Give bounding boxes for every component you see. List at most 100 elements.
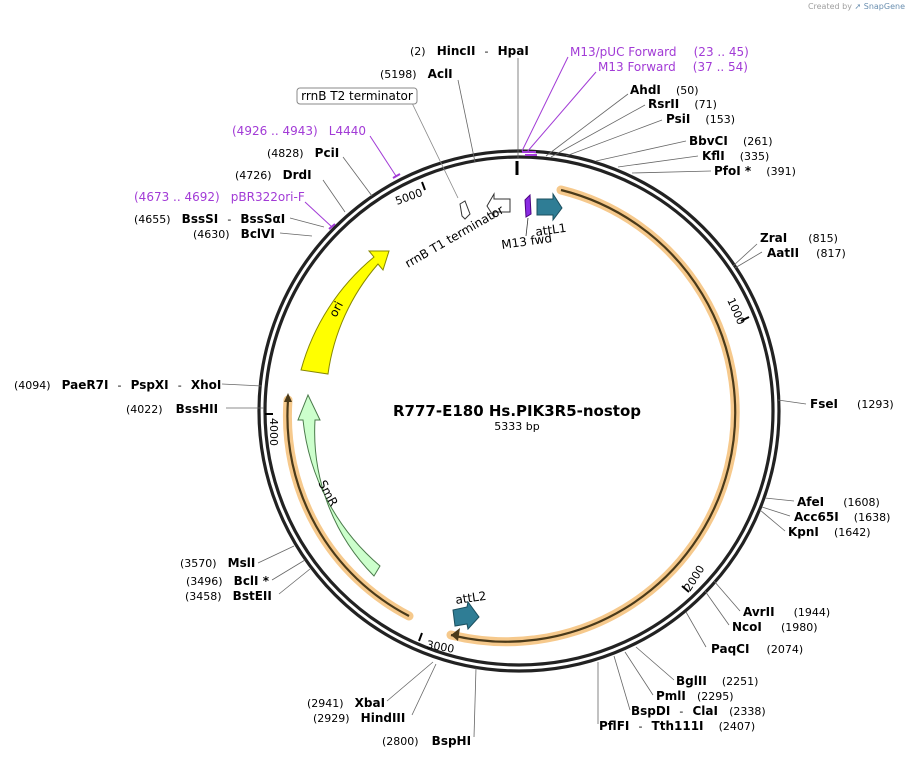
aatii-leader — [734, 251, 763, 269]
attl1-label: attL1 — [534, 221, 567, 239]
pbr322ori-f-mark — [328, 223, 336, 230]
credit-prefix: Created by — [807, 2, 852, 11]
backbone-inner-strand — [263, 155, 775, 667]
rsrii-leader — [550, 104, 646, 158]
afei-leader — [764, 497, 795, 502]
smr-label: SmR — [315, 478, 340, 509]
enzyme-hindiii[interactable]: (2929) HindIII — [313, 707, 405, 726]
ncoi-leader — [704, 590, 730, 626]
rrnb-t2-terminator-leader — [411, 102, 459, 199]
bsssi-leader — [289, 217, 325, 228]
enzyme-afei[interactable]: AfeI (1608) — [797, 491, 880, 510]
tick-label: 1000 — [724, 296, 747, 327]
enzyme-pcii[interactable]: (4828) PciI — [267, 142, 339, 161]
rrnb-t2-terminator-box — [296, 87, 418, 105]
bbvci-leader — [595, 140, 687, 162]
enzyme-pmli[interactable]: PmlI (2295) — [656, 685, 734, 704]
primer-labels: M13/pUC Forward (23 .. 45) M13 Forward (… — [134, 41, 749, 205]
tick-mark — [681, 585, 690, 593]
plasmid-size: 5333 bp — [494, 420, 539, 433]
enzyme-pflfi-tth111i[interactable]: PflFI - Tth111I (2407) — [599, 715, 755, 734]
enzyme-xbai[interactable]: (2941) XbaI — [307, 692, 385, 711]
enzyme-ahdi[interactable]: AhdI (50) — [630, 79, 699, 98]
enzyme-pfoi[interactable]: PfoI * (391) — [714, 160, 796, 179]
enzyme-hincii-hpai[interactable]: (2) HincII - HpaI — [410, 40, 529, 59]
enzyme-drdi[interactable]: (4726) DrdI — [235, 164, 312, 183]
rrnb-t2-terminator-label: rrnB T2 terminator — [301, 89, 413, 103]
enzyme-kfli[interactable]: KflI (335) — [702, 145, 769, 164]
primer-m13-forward[interactable]: M13 Forward (37 .. 54) — [598, 56, 748, 75]
attl2-label: attL2 — [454, 589, 487, 607]
bglii-leader — [635, 646, 675, 681]
enzyme-bclvi[interactable]: (4630) BclVI — [193, 223, 275, 242]
enzyme-acli[interactable]: (5198) AclI — [380, 63, 453, 82]
enzyme-labels: (2) HincII - HpaI (5198) AclI AhdI (50) … — [14, 40, 894, 749]
plasmid-name: R777-E180 Hs.PIK3R5-nostop — [393, 402, 641, 420]
bclvi-leader — [279, 232, 313, 237]
orf-arrowhead — [451, 628, 460, 641]
enzyme-psii[interactable]: PsiI (153) — [666, 108, 735, 127]
enzyme-bcli[interactable]: (3496) BclI * — [186, 570, 270, 589]
pfoi-leader — [631, 170, 712, 174]
acli-leader — [457, 79, 476, 163]
enzyme-kpni[interactable]: KpnI (1642) — [788, 521, 871, 540]
enzyme-fsei[interactable]: FseI (1293) — [810, 393, 894, 412]
pmli-leader — [624, 651, 654, 696]
smr-arrow — [297, 393, 381, 577]
bcli-leader — [271, 559, 306, 581]
rrnb-t1-terminator-label: rrnB T1 terminator — [403, 203, 507, 271]
tick-label: 4000 — [267, 418, 280, 446]
l4440-leader — [369, 135, 397, 177]
primer-m13-puc-forward[interactable]: M13/pUC Forward (23 .. 45) — [570, 41, 749, 60]
bsphi-leader — [473, 667, 477, 738]
primer-l4440[interactable]: (4926 .. 4943) L4440 — [232, 120, 366, 139]
m13-forward-leader — [526, 71, 597, 153]
primer-leaders — [304, 56, 597, 230]
paqci-leader — [685, 611, 707, 648]
enzyme-paer7i-pspxi-xhoi[interactable]: (4094) PaeR7I - PspXI - XhoI — [14, 374, 221, 393]
tick-label: 3000 — [425, 638, 455, 656]
enzyme-avrii[interactable]: AvrII (1944) — [743, 601, 830, 620]
enzyme-bsssi-bsssai[interactable]: (4655) BssSI - BssSαI — [134, 208, 285, 227]
snapgene-logo-icon: ➚ — [854, 2, 862, 11]
tick-label: 2000 — [682, 563, 708, 594]
attl1-arrow — [536, 192, 563, 222]
enzyme-aatii[interactable]: AatII (817) — [767, 242, 846, 261]
enzyme-leaders — [221, 58, 807, 738]
orf-arc-line — [450, 188, 737, 643]
primer-pbr322ori-f[interactable]: (4673 .. 4692) pBR322ori-F — [134, 186, 305, 205]
ahdi-leader — [545, 93, 629, 157]
enzyme-bbvci[interactable]: BbvCI (261) — [689, 130, 773, 149]
enzyme-paqci[interactable]: PaqCI (2074) — [711, 638, 803, 657]
enzyme-bsshii[interactable]: (4022) BssHII — [126, 398, 218, 417]
orf-arc — [282, 185, 740, 647]
enzyme-ncoi[interactable]: NcoI (1980) — [732, 616, 818, 635]
tick-mark — [421, 181, 426, 191]
enzyme-acc65i[interactable]: Acc65I (1638) — [794, 506, 890, 525]
enzyme-zrai[interactable]: ZraI (815) — [760, 227, 838, 246]
enzyme-bglii[interactable]: BglII (2251) — [676, 670, 758, 689]
attl2-arrow — [452, 600, 480, 631]
credit-brand: SnapGene — [863, 2, 905, 11]
m13-fwd-label: M13 fwd — [500, 231, 552, 252]
avrii-leader — [713, 580, 741, 612]
bsteii-leader — [278, 568, 311, 595]
enzyme-bspdi-clai[interactable]: BspDI - ClaI (2338) — [631, 700, 766, 719]
psii-leader — [565, 119, 663, 157]
enzyme-rsrii[interactable]: RsrII (71) — [648, 93, 717, 112]
msli-leader — [257, 545, 295, 564]
bspdi-leader — [613, 655, 631, 711]
orf2-arc-line — [286, 399, 410, 617]
enzyme-bsphi[interactable]: (2800) BspHI — [382, 730, 471, 749]
backbone-outer-strand — [257, 149, 781, 673]
backbone — [257, 149, 781, 673]
kfli-leader — [617, 155, 699, 168]
l4440-mark — [392, 173, 401, 179]
fsei-leader — [777, 399, 807, 405]
enzyme-msli[interactable]: (3570) MslI — [180, 552, 255, 571]
enzyme-bsteii[interactable]: (3458) BstEII — [185, 585, 272, 604]
ori-label: ori — [326, 299, 346, 319]
tick-mark — [418, 632, 423, 642]
snapgene-credit: Created by ➚ SnapGene — [808, 2, 905, 11]
